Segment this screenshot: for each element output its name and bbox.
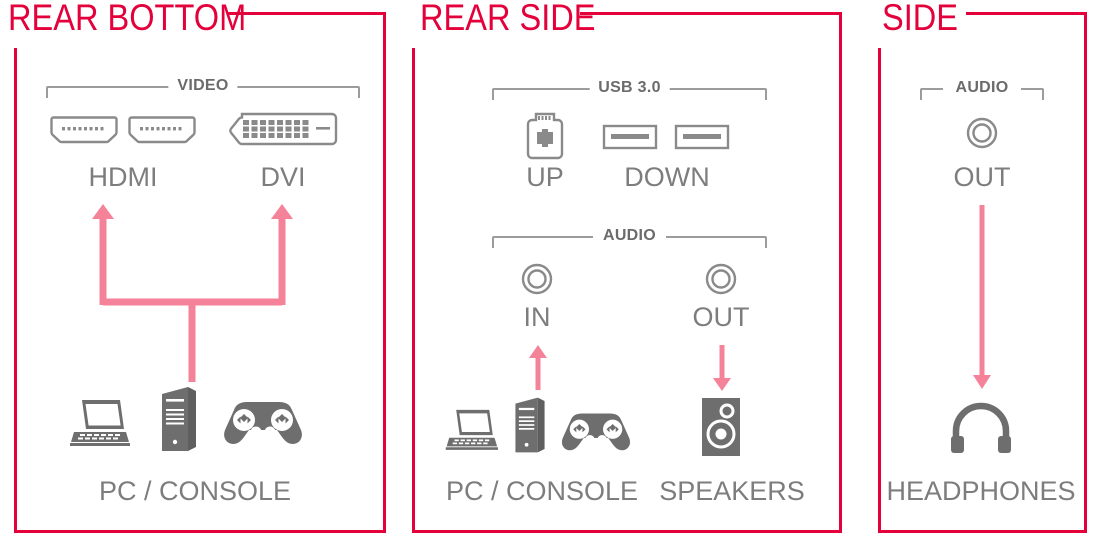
panel-border-left bbox=[14, 48, 17, 533]
port-label-audio-in: IN bbox=[523, 302, 551, 332]
desktop-tower-icon bbox=[512, 396, 548, 454]
port-label-down: DOWN bbox=[624, 162, 710, 192]
section-usb: USB 3.0 bbox=[492, 78, 767, 100]
section-audio: AUDIO bbox=[492, 226, 767, 248]
panel-border-top bbox=[966, 12, 1087, 15]
desktop-tower-icon bbox=[158, 386, 200, 452]
bracket-line-right bbox=[666, 236, 766, 238]
bracket-tick-left bbox=[492, 88, 494, 100]
bracket-line-left bbox=[921, 88, 943, 90]
gamepad-icon bbox=[222, 398, 304, 446]
section-label: USB 3.0 bbox=[589, 78, 670, 98]
dvi-port-icon bbox=[228, 110, 338, 152]
section-video: VIDEO bbox=[46, 76, 360, 98]
audio-jack-icon bbox=[520, 262, 554, 296]
audio-jack-icon-out bbox=[704, 262, 738, 296]
panel-title: SIDE bbox=[882, 0, 958, 38]
connection-arrow-audio-in bbox=[529, 345, 547, 390]
section-bracket: AUDIO bbox=[492, 226, 767, 248]
device-caption-pc-console: PC / CONSOLE bbox=[445, 476, 639, 506]
bracket-line-right bbox=[234, 86, 359, 88]
device-caption-headphones: HEADPHONES bbox=[886, 476, 1076, 506]
bracket-tick-right bbox=[1042, 88, 1044, 100]
bracket-line-right bbox=[1021, 88, 1043, 90]
bracket-tick-left bbox=[492, 236, 494, 248]
panel-rear-side: REAR SIDE USB 3.0 bbox=[412, 0, 842, 545]
audio-jack-icon bbox=[965, 116, 999, 150]
panel-border-top bbox=[228, 12, 386, 15]
panel-border-bottom bbox=[14, 530, 386, 533]
bracket-line-left bbox=[493, 236, 593, 238]
panel-border-right bbox=[839, 12, 842, 533]
section-label: AUDIO bbox=[946, 78, 1018, 98]
usb-a-downstream-port-icon bbox=[602, 122, 658, 152]
bracket-line-left bbox=[493, 88, 591, 90]
connection-arrow-headphones bbox=[973, 205, 991, 389]
speaker-icon bbox=[696, 396, 746, 458]
port-label-hdmi: HDMI bbox=[88, 162, 158, 192]
bracket-tick-right bbox=[358, 86, 360, 98]
port-label-dvi: DVI bbox=[260, 162, 306, 192]
gamepad-icon bbox=[560, 410, 632, 452]
device-caption-pc-console: PC / CONSOLE bbox=[98, 476, 292, 506]
bracket-tick-right bbox=[765, 88, 767, 100]
section-audio: AUDIO bbox=[920, 78, 1044, 100]
bracket-tick-right bbox=[765, 236, 767, 248]
panel-border-bottom bbox=[878, 530, 1087, 533]
panel-title: REAR SIDE bbox=[420, 0, 596, 38]
headphones-icon bbox=[950, 398, 1012, 456]
panel-rear-bottom: REAR BOTTOM VIDEO bbox=[0, 0, 390, 545]
bracket-line-left bbox=[47, 86, 172, 88]
hdmi-port-icon-secondary bbox=[128, 112, 196, 150]
panel-border-left bbox=[412, 48, 415, 533]
port-label-audio-out: OUT bbox=[953, 162, 1011, 192]
port-label-up: UP bbox=[526, 162, 564, 192]
bracket-tick-left bbox=[46, 86, 48, 98]
port-label-audio-out: OUT bbox=[692, 302, 750, 332]
device-caption-speakers: SPEAKERS bbox=[659, 476, 805, 506]
panel-border-left bbox=[878, 48, 881, 533]
section-bracket: AUDIO bbox=[920, 78, 1044, 100]
section-label: VIDEO bbox=[168, 76, 238, 96]
laptop-icon bbox=[68, 396, 130, 448]
panel-border-right bbox=[383, 12, 386, 533]
panel-border-top bbox=[580, 12, 842, 15]
connection-arrow-audio-out bbox=[713, 345, 731, 391]
bracket-tick-left bbox=[920, 88, 922, 100]
panel-border-right bbox=[1084, 12, 1087, 533]
usb-b-upstream-port-icon bbox=[524, 106, 566, 164]
usb-a-downstream-port-icon-secondary bbox=[674, 122, 730, 152]
section-bracket: USB 3.0 bbox=[492, 78, 767, 100]
panel-title: REAR BOTTOM bbox=[8, 0, 247, 38]
section-bracket: VIDEO bbox=[46, 76, 360, 98]
laptop-icon bbox=[444, 406, 498, 452]
panel-side: SIDE AUDIO OUT bbox=[872, 0, 1097, 545]
bracket-line-right bbox=[668, 88, 766, 90]
hdmi-port-icon bbox=[50, 112, 118, 150]
panel-border-bottom bbox=[412, 530, 842, 533]
section-label: AUDIO bbox=[593, 226, 666, 246]
connection-arrow-video bbox=[92, 204, 293, 382]
